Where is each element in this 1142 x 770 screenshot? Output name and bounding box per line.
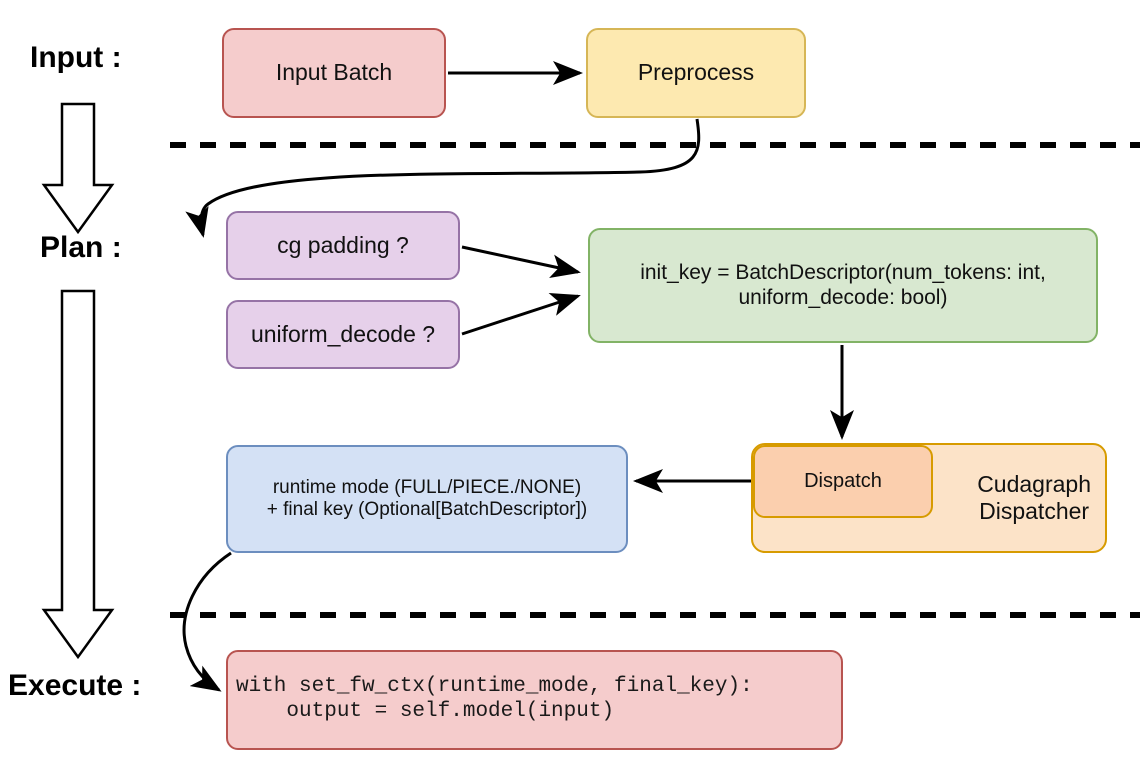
edge-cg-padding-to-init-key bbox=[461, 245, 581, 279]
node-input-batch-label: Input Batch bbox=[275, 59, 393, 86]
node-runtime-mode[interactable]: runtime mode (FULL/PIECE./NONE) + final … bbox=[226, 445, 628, 553]
edge-runtime-mode-to-execute-code bbox=[182, 551, 232, 692]
node-preprocess-label: Preprocess bbox=[637, 59, 755, 86]
input-to-plan-arrow bbox=[41, 102, 115, 235]
node-runtime-mode-text: runtime mode (FULL/PIECE./NONE) + final … bbox=[267, 477, 588, 522]
node-cudagraph-dispatcher-line2: Dispatcher bbox=[979, 498, 1090, 524]
edge-uniform-decode-to-init-key bbox=[461, 293, 581, 336]
plan-to-execute-arrow bbox=[41, 289, 115, 660]
node-cudagraph-dispatcher-text: Cudagraph Dispatcher bbox=[977, 471, 1091, 525]
stage-label-plan: Plan : bbox=[40, 231, 122, 264]
node-uniform-decode[interactable]: uniform_decode ? bbox=[226, 300, 460, 369]
node-execute-code-line1: with set_fw_ctx(runtime_mode, final_key)… bbox=[236, 675, 753, 699]
node-cg-padding[interactable]: cg padding ? bbox=[226, 211, 460, 280]
node-preprocess[interactable]: Preprocess bbox=[586, 28, 806, 118]
node-init-key-line2: uniform_decode: bool) bbox=[738, 285, 948, 309]
node-cg-padding-label: cg padding ? bbox=[277, 231, 409, 258]
node-execute-code[interactable]: with set_fw_ctx(runtime_mode, final_key)… bbox=[226, 650, 843, 750]
edge-preprocess-to-cg-padding bbox=[185, 118, 701, 238]
node-dispatch-label: Dispatch bbox=[804, 469, 882, 492]
node-execute-code-line2: output = self.model(input) bbox=[236, 700, 615, 723]
node-input-batch[interactable]: Input Batch bbox=[222, 28, 446, 118]
node-execute-code-text: with set_fw_ctx(runtime_mode, final_key)… bbox=[236, 675, 753, 725]
node-dispatch[interactable]: Dispatch bbox=[753, 445, 933, 518]
node-init-key-line1: init_key = BatchDescriptor(num_tokens: i… bbox=[640, 260, 1046, 284]
node-runtime-mode-line1: runtime mode (FULL/PIECE./NONE) bbox=[272, 476, 582, 498]
node-runtime-mode-line2: + final key (Optional[BatchDescriptor]) bbox=[266, 499, 588, 520]
node-uniform-decode-label: uniform_decode ? bbox=[250, 320, 436, 347]
stage-label-input: Input : bbox=[30, 41, 122, 74]
node-init-key-text: init_key = BatchDescriptor(num_tokens: i… bbox=[640, 261, 1046, 311]
stage-label-execute: Execute : bbox=[8, 669, 142, 702]
node-init-key[interactable]: init_key = BatchDescriptor(num_tokens: i… bbox=[588, 228, 1098, 343]
node-cudagraph-dispatcher-line1: Cudagraph bbox=[977, 470, 1091, 497]
